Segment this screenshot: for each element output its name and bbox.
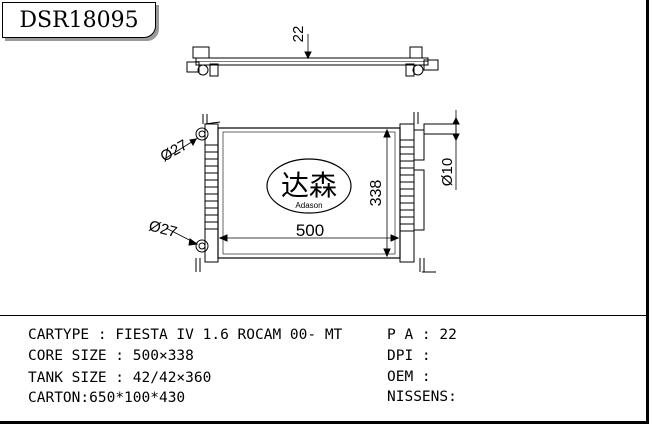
- front-view: [165, 110, 460, 273]
- logo-chinese: 达森: [281, 169, 337, 202]
- spec-carton: CARTON:650*100*430: [28, 390, 186, 406]
- inlet-upper-dim: Ø27: [158, 137, 191, 166]
- top-offset-dim: 22: [290, 26, 307, 43]
- spec-tank-size: TANK SIZE : 42/42×360: [28, 370, 212, 386]
- spec-cartype: CARTYPE : FIESTA IV 1.6 ROCAM 00- MT: [28, 327, 343, 343]
- logo-ellipse: [266, 158, 352, 214]
- spec-dpi: DPI :: [387, 348, 440, 364]
- top-view: [186, 34, 439, 77]
- height-dim: 338: [368, 180, 385, 207]
- outlet-dim: Ø10: [439, 158, 456, 186]
- spec-core-size: CORE SIZE : 500×338: [28, 348, 194, 364]
- spec-pa: P A : 22: [387, 327, 457, 343]
- spec-divider: [0, 315, 648, 316]
- inlet-lower-dim: Ø27: [147, 217, 179, 241]
- part-number-title: DSR18095: [2, 2, 156, 38]
- spec-oem: OEM :: [387, 369, 440, 385]
- width-dim: 500: [296, 221, 324, 240]
- spec-nissens: NISSENS:: [387, 389, 457, 405]
- logo-latin: Adason: [295, 201, 322, 210]
